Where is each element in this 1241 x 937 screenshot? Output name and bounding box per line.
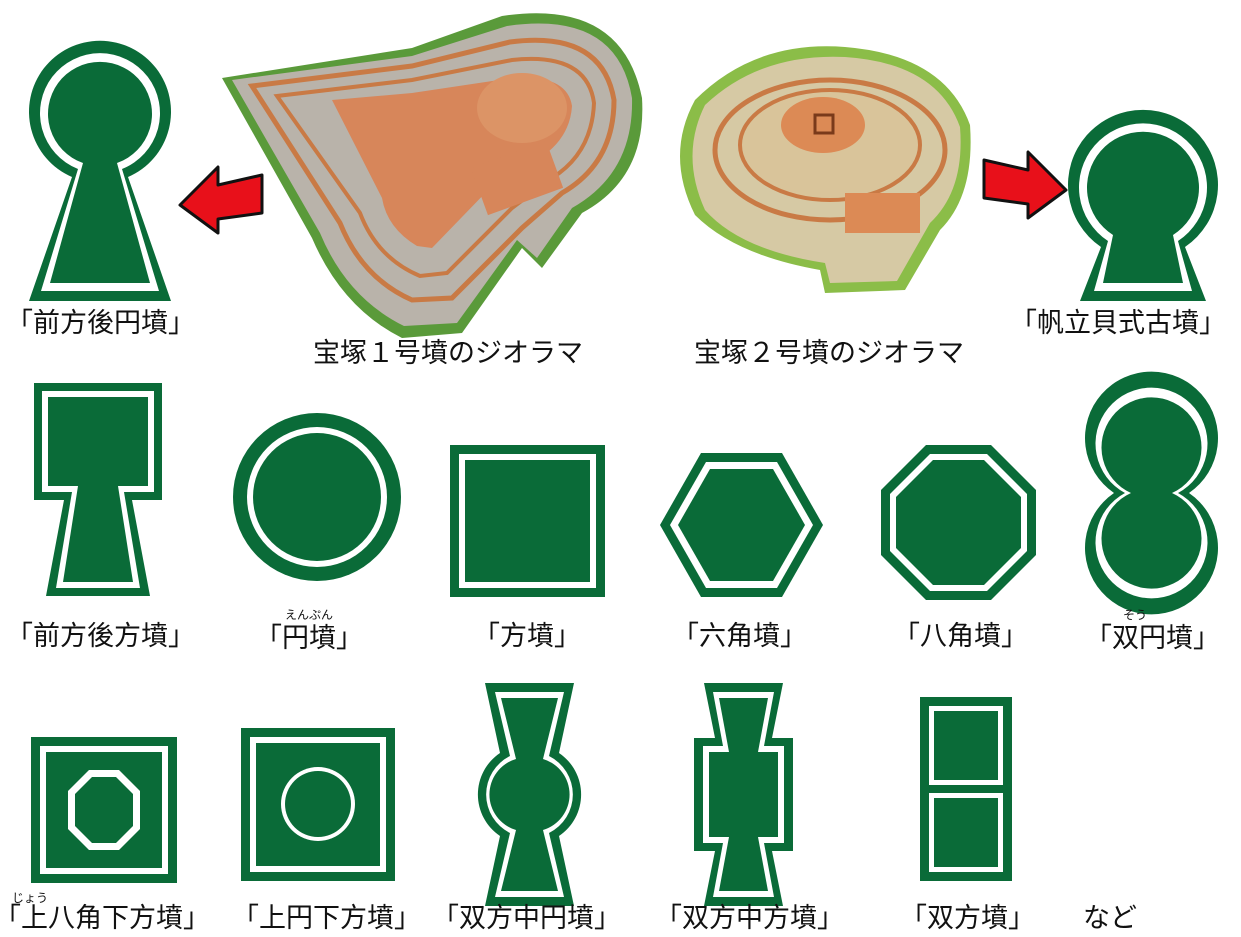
twin-square-center-circle-mound-icon [477, 683, 582, 906]
ruby-enpun: えんぷん [285, 608, 334, 622]
label-rokkaku: 「六角墳」 [672, 621, 807, 652]
diorama-1-caption: 宝塚１号墳のジオラマ [313, 338, 583, 369]
label-zenpo-koen: 「前方後円墳」 [6, 308, 195, 339]
label-sohochuen: 「双方中円墳」 [432, 903, 621, 934]
label-jo-en: 「上円下方墳」 [232, 903, 421, 934]
diorama-2-caption: 宝塚２号墳のジオラマ [694, 338, 964, 369]
label-hotate: 「帆立貝式古墳」 [1010, 308, 1226, 339]
label-zenpo-koho: 「前方後方墳」 [6, 621, 195, 652]
label-etc: など [1083, 903, 1137, 934]
twin-square-center-square-mound-icon [694, 683, 793, 906]
twin-circle-mound-icon [1085, 371, 1218, 615]
diorama-1-image [222, 13, 643, 338]
ruby-souen: そう [1123, 608, 1148, 622]
octagon-on-square-mound-icon [31, 737, 177, 883]
square-keyhole-mound-icon [34, 383, 162, 596]
label-jo-hakkaku: 「上八角下方墳」 [0, 903, 210, 934]
circle-on-square-mound-icon [241, 728, 395, 881]
diorama-2-image [680, 46, 971, 294]
hexagon-mound-icon [660, 453, 823, 597]
arrow-left-icon [178, 165, 264, 235]
ruby-jo: じょう [12, 891, 49, 905]
label-soho: 「双方墳」 [900, 903, 1035, 934]
label-hakkaku: 「八角墳」 [893, 621, 1028, 652]
keyhole-mound-icon [29, 40, 171, 302]
label-hofun: 「方墳」 [473, 621, 581, 652]
label-sohochuho: 「双方中方墳」 [655, 903, 844, 934]
label-souen: 「双円墳」 [1085, 623, 1220, 654]
arrow-right-icon [982, 150, 1068, 220]
twin-square-mound-icon [920, 697, 1012, 881]
label-enpun: 「円墳」 [255, 623, 363, 654]
square-mound-icon [450, 445, 605, 597]
scallop-mound-icon [1068, 109, 1218, 302]
round-mound-icon [233, 413, 401, 581]
octagon-mound-icon [881, 445, 1036, 600]
